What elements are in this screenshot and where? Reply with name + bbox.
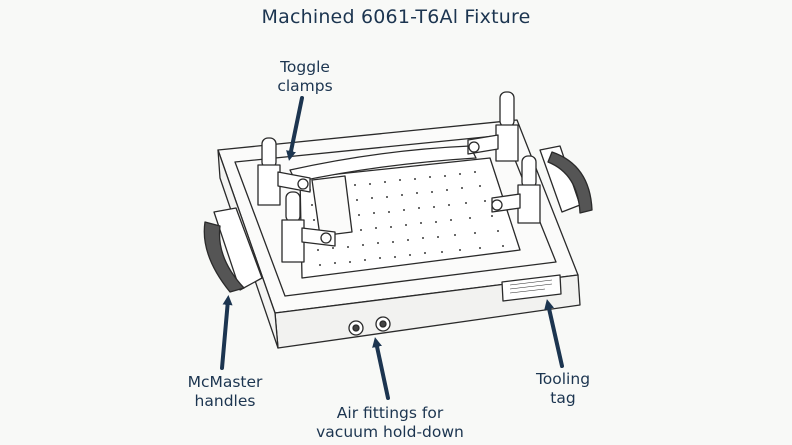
tooling-tag-plate xyxy=(501,274,562,302)
toggle-clamp-3 xyxy=(467,91,519,162)
label-tooling-tag-line1: Tooling xyxy=(535,370,591,388)
pocket xyxy=(311,175,353,237)
workpiece-edge xyxy=(289,145,477,183)
arrow-tooling-tag xyxy=(544,299,564,368)
arrow-air-fittings xyxy=(372,337,390,400)
label-toggle-clamps: Toggle clamps xyxy=(270,58,340,96)
handle-left xyxy=(203,207,263,293)
arrow-toggle-clamps xyxy=(286,96,304,161)
diagram-title: Machined 6061-T6Al Fixture xyxy=(261,6,531,28)
toggle-clamp-2 xyxy=(281,191,336,263)
label-air-fittings-line1: Air fittings for xyxy=(336,404,444,422)
arrow-mcmaster-handles xyxy=(220,295,233,370)
toggle-clamp-4 xyxy=(491,155,541,224)
label-air-fittings: Air fittings for vacuum hold-down xyxy=(316,404,464,442)
label-toggle-clamps-line1: Toggle xyxy=(280,58,330,76)
label-mcmaster-handles-line1: McMaster xyxy=(187,373,263,391)
handle-right xyxy=(539,145,593,214)
vacuum-holes xyxy=(309,171,504,266)
air-fitting-right xyxy=(375,316,391,332)
label-tooling-tag: Tooling tag xyxy=(528,370,598,408)
label-tooling-tag-line2: tag xyxy=(550,389,576,407)
label-mcmaster-handles: McMaster handles xyxy=(180,373,270,411)
label-toggle-clamps-line2: clamps xyxy=(277,77,333,95)
toggle-clamp-1 xyxy=(257,137,311,206)
label-air-fittings-line2: vacuum hold-down xyxy=(316,423,464,441)
air-fitting-left xyxy=(348,320,364,336)
label-mcmaster-handles-line2: handles xyxy=(194,392,256,410)
